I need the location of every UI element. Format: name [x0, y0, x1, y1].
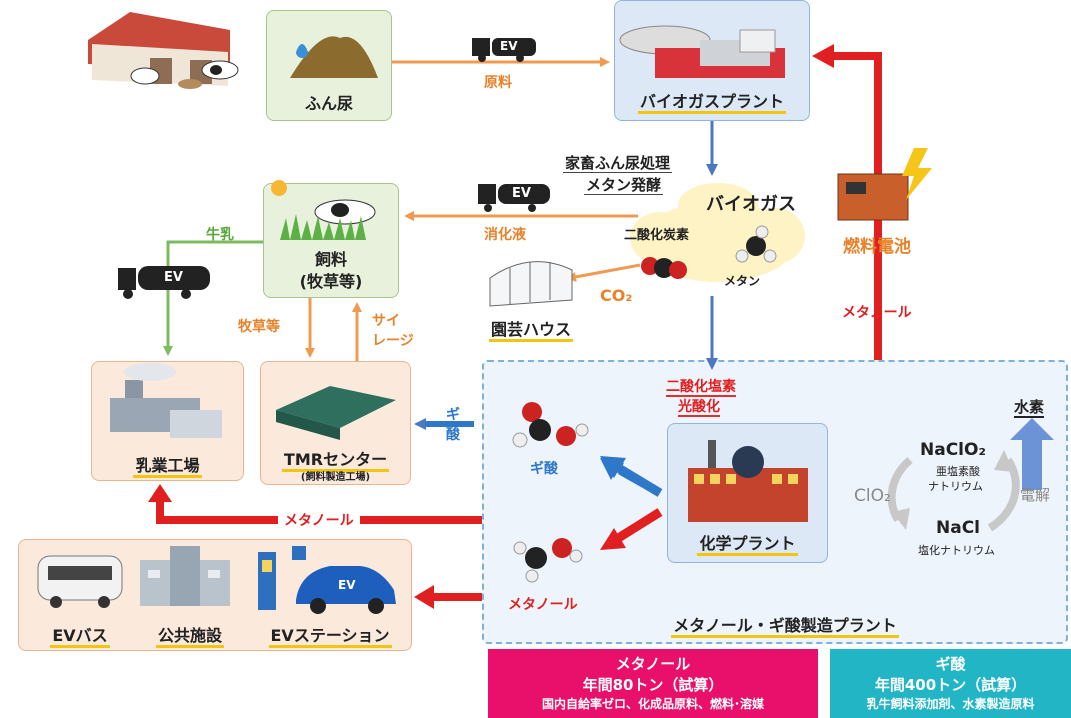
feed-label-1: 飼料	[314, 250, 347, 269]
chemical-plant-label: 化学プラント	[667, 530, 828, 556]
methanol-banner-amount: 年間80トン（試算）	[582, 676, 724, 694]
dung-label: ふん尿	[304, 94, 353, 113]
greenhouse-label: 園芸ハウス	[486, 316, 576, 342]
dairy-factory-label: 乳業工場	[91, 452, 244, 478]
formic-acid-arrow-label-1: ギ	[446, 407, 460, 423]
ev-station-icon	[258, 546, 306, 610]
methanol-right-label: メタノール	[842, 305, 912, 321]
biogas-plant-icon	[619, 25, 785, 78]
biogas-plant-label: バイオガスプラント	[614, 88, 810, 114]
dairy-factory-icon	[110, 363, 222, 438]
ev-label-truck-raw: EV	[500, 39, 518, 53]
electrolysis-label: 電解	[1020, 486, 1051, 504]
fuel-cell-icon	[837, 148, 932, 221]
arrow-methanol-to-dairy	[156, 498, 482, 524]
naclo2-name-2: ナトリウム	[928, 480, 983, 493]
methane-molecule-icon	[735, 225, 777, 263]
ev-label-truck-digestate: EV	[512, 186, 531, 201]
co2-label: CO₂	[600, 286, 633, 305]
chemical-plant-label-text: 化学プラント	[697, 534, 798, 556]
truck-icon-digestate	[478, 184, 550, 212]
methanol-molecule-icon	[513, 538, 583, 583]
formic-banner-title: ギ酸	[935, 655, 966, 673]
ev-bus-label-text: EVバス	[50, 626, 110, 648]
co2-molecule-icon	[641, 257, 687, 279]
digestate-label: 消化液	[484, 227, 526, 243]
truck-icon-milk	[118, 266, 210, 299]
truck-icon-raw	[472, 38, 536, 62]
process-label-2: メタン発酵	[584, 174, 664, 195]
silage-label-1: サイ	[372, 313, 400, 329]
co2-name-label: 二酸化炭素	[624, 228, 690, 243]
process-label-1-text: 家畜ふん尿処理	[563, 154, 673, 173]
feed-label-2: (牧草等)	[299, 272, 363, 291]
public-facility-label-text: 公共施設	[155, 626, 224, 648]
arrow-to-methanol	[600, 528, 626, 550]
arrow-methanol-to-fuelcell	[830, 52, 882, 360]
formic-acid-label: ギ酸	[530, 461, 558, 477]
ev-bus-icon	[37, 555, 123, 608]
photo-oxidation-label-2: 光酸化	[678, 396, 720, 417]
methane-label: メタン	[724, 274, 761, 288]
methanol-banner-title: メタノール	[615, 655, 691, 673]
ev-bus-label: EVバス	[30, 622, 130, 648]
ev-label-truck-milk: EV	[164, 270, 183, 285]
hydrogen-label: 水素	[1014, 396, 1045, 418]
photo-oxidation-label-1: 二酸化塩素	[666, 376, 736, 397]
tmr-center-label-text: TMRセンター	[281, 450, 390, 472]
tmr-center-icon	[276, 386, 396, 440]
photo-oxidation-text-1: 二酸化塩素	[666, 379, 736, 397]
formic-acid-molecule-icon	[512, 402, 589, 448]
chemical-plant-icon	[688, 440, 808, 522]
biogas-plant-label-text: バイオガスプラント	[637, 92, 786, 114]
clo2-label: ClO₂	[854, 486, 891, 506]
tmr-center-label: TMRセンター	[260, 446, 411, 472]
silage-label-2: レージ	[372, 333, 414, 349]
cow-grass-icon	[271, 180, 376, 240]
nacl-name: 塩化ナトリウム	[918, 544, 995, 557]
public-facility-icon	[140, 546, 230, 606]
barn-icon	[88, 12, 230, 86]
methanol-bottom-label: メタノール	[278, 510, 360, 530]
arrow-milk	[163, 240, 263, 356]
methanol-banner: メタノール 年間80トン（試算） 国内自給率ゼロ、化成品原料、燃料･溶媒	[488, 649, 818, 718]
formic-banner-uses: 乳牛飼料添加剤、水素製造原料	[866, 697, 1035, 711]
methanol-molecule-label: メタノール	[508, 597, 578, 613]
arrow-co2	[566, 263, 641, 282]
hydrogen-label-text: 水素	[1014, 398, 1045, 418]
naclo2-name-1: 亜塩素酸	[936, 465, 980, 478]
ev-station-label: EVステーション	[250, 622, 410, 648]
dairy-factory-label-text: 乳業工場	[133, 456, 202, 478]
raw-material-label: 原料	[484, 75, 512, 91]
formic-banner-amount: 年間400トン（試算）	[874, 676, 1027, 694]
milk-label: 牛乳	[206, 227, 234, 243]
fuel-cell-label: 燃料電池	[843, 237, 911, 257]
process-label-1: 家畜ふん尿処理	[563, 152, 673, 173]
greenhouse-icon	[489, 261, 573, 307]
methanol-banner-uses: 国内自給率ゼロ、化成品原料、燃料･溶媒	[541, 697, 764, 711]
biogas-label: バイオガス	[706, 194, 796, 215]
public-facility-label: 公共施設	[140, 622, 240, 648]
grass-label: 牧草等	[238, 319, 280, 335]
manufacturing-plant-label-text: メタノール・ギ酸製造プラント	[671, 616, 899, 638]
naclo2-label: NaClO₂	[920, 440, 986, 460]
cow-icon	[130, 60, 239, 89]
ev-label-car: EV	[338, 578, 356, 592]
process-label-2-text: メタン発酵	[584, 176, 664, 195]
tmr-center-sublabel: (飼料製造工場)	[300, 472, 371, 483]
nacl-label: NaCl	[936, 518, 981, 538]
ev-car-icon	[296, 566, 396, 614]
greenhouse-label-text: 園芸ハウス	[488, 320, 573, 342]
dung-icon	[290, 36, 378, 78]
hydrogen-arrow	[1010, 418, 1054, 490]
formic-acid-arrow-label-2: 酸	[446, 427, 460, 443]
manufacturing-plant-label: メタノール・ギ酸製造プラント	[620, 612, 950, 638]
ev-station-label-text: EVステーション	[268, 626, 392, 648]
photo-oxidation-text-2: 光酸化	[678, 399, 720, 417]
formic-banner: ギ酸 年間400トン（試算） 乳牛飼料添加剤、水素製造原料	[830, 649, 1071, 718]
